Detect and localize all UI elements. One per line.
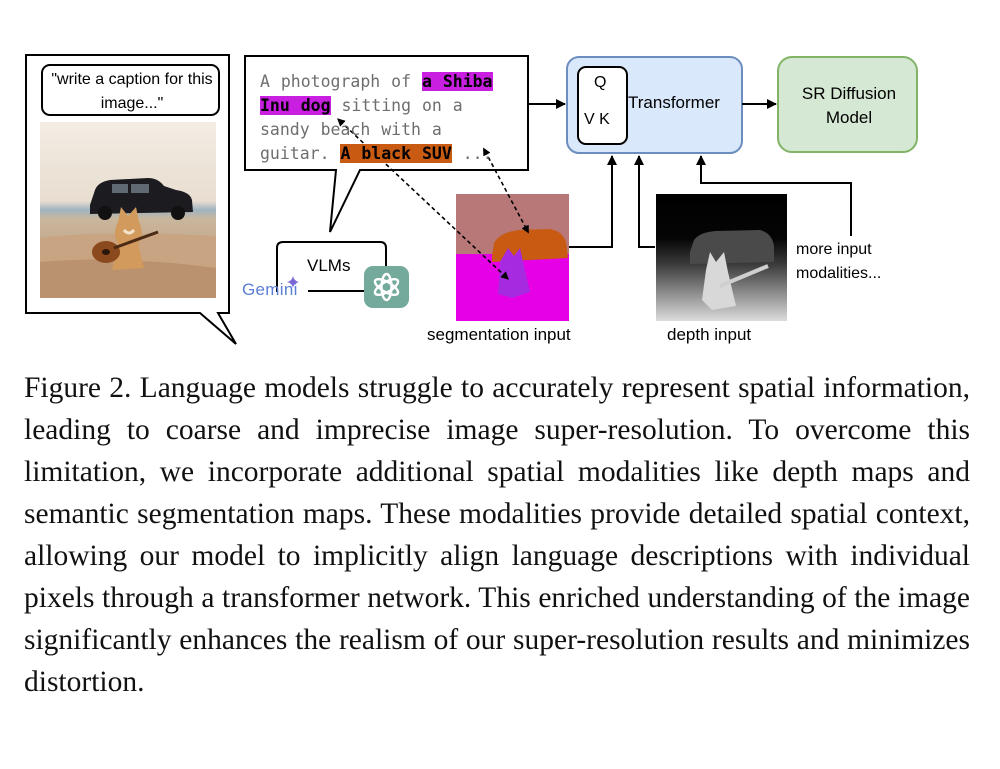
figure-caption: Figure 2. Language models struggle to ac… xyxy=(24,372,970,698)
generated-caption: A photograph of a Shiba Inu dog sitting … xyxy=(260,70,518,166)
q-label: Q xyxy=(594,74,607,91)
prompt-box xyxy=(41,64,220,116)
openai-logo-icon xyxy=(364,266,409,308)
gemini-label: Gemini xyxy=(242,280,298,299)
qk-box xyxy=(577,66,628,145)
vlm-label: VLMs xyxy=(307,256,351,275)
seg-to-transformer-arrow xyxy=(569,155,617,248)
more-modalities-label: more input modalities... xyxy=(796,241,882,282)
caption-part-2: sitting on a sandy beach with a guitar. xyxy=(260,96,463,163)
depth-map xyxy=(656,194,787,321)
prompt-text: "write a caption for this image..." xyxy=(51,71,213,112)
caption-highlight-car: A black SUV xyxy=(340,144,452,163)
transformer-label: Transformer xyxy=(628,93,720,112)
gemini-sparkle-icon xyxy=(287,276,299,288)
segmentation-label: segmentation input xyxy=(427,325,571,344)
depth-label: depth input xyxy=(667,325,752,344)
depth-to-transformer-arrow xyxy=(634,155,655,248)
segmentation-map xyxy=(456,194,569,321)
sr-diffusion-label: SR Diffusion Model xyxy=(801,84,897,127)
caption-part-3: ... xyxy=(451,144,493,163)
method-diagram xyxy=(25,54,918,345)
more-to-transformer-arrow xyxy=(696,155,852,236)
sr-diffusion-box xyxy=(777,56,918,153)
vk-label: V K xyxy=(584,111,610,128)
car-correspondence-arrow xyxy=(483,147,529,234)
input-photo xyxy=(40,122,216,298)
caption-part-1: A photograph of xyxy=(260,72,422,91)
